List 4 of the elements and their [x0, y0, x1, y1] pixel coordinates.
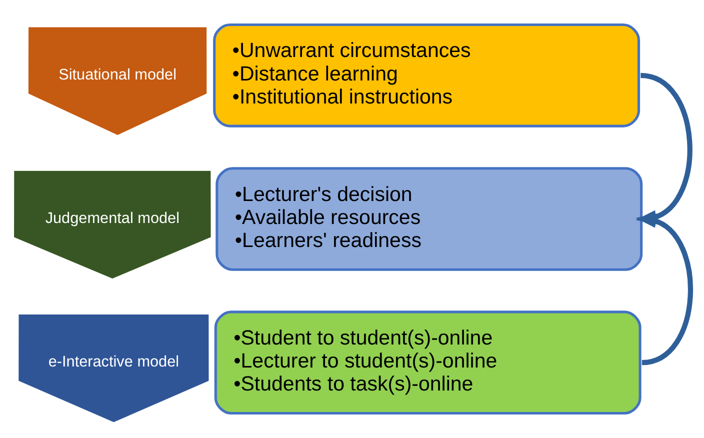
- node-box: •Student to student(s)-online •Lecturer to student(s)-online •Students to task(s)-online: [214, 310, 642, 415]
- node-box: •Lecturer's decision •Available resources •Learners' readiness: [216, 167, 643, 271]
- node-box: •Unwarrant circumstances •Distance learning •Institutional instructions: [213, 23, 640, 128]
- arrow: [636, 214, 693, 366]
